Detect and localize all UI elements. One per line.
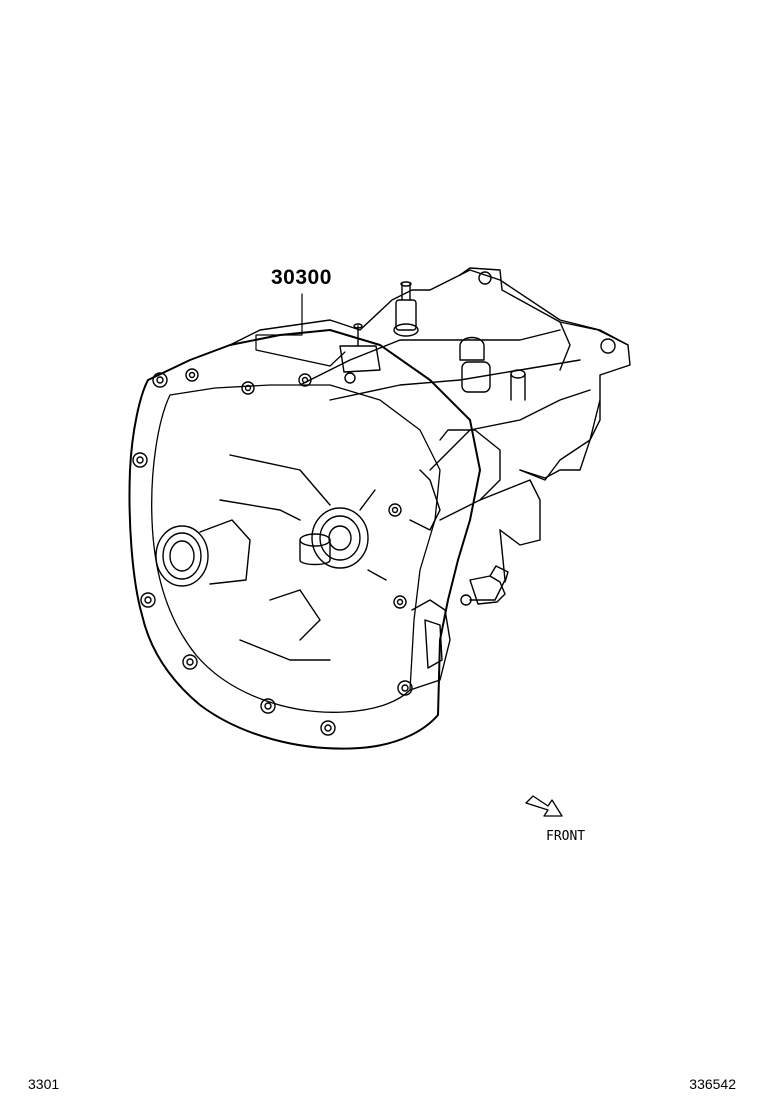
part-number-label[interactable]: 30300	[271, 266, 332, 289]
front-direction-arrow-icon	[525, 795, 563, 817]
front-direction-label: FRONT	[546, 829, 586, 844]
illustration-number: 336542	[689, 1076, 736, 1092]
figure-number: 3301	[28, 1076, 60, 1092]
transaxle-assembly-icon[interactable]	[128, 267, 631, 750]
leader-line	[255, 293, 346, 367]
